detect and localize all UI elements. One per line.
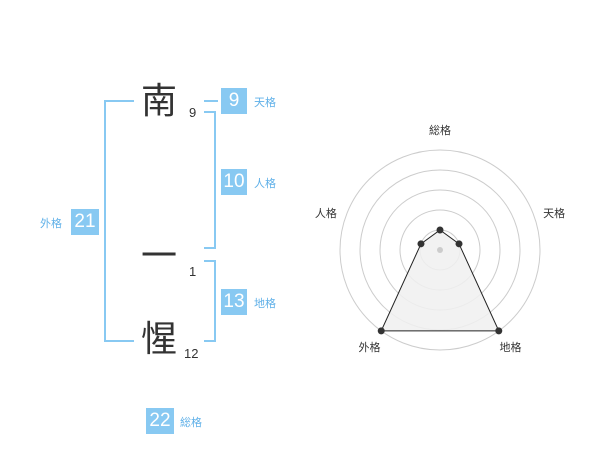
name-char-1: 南 — [141, 81, 178, 122]
radar-point-1 — [436, 226, 444, 234]
tenkaku-label: 天格 — [254, 96, 276, 109]
chikaku-label: 地格 — [254, 297, 276, 310]
radar-axis-label-4: 外格 — [358, 340, 380, 354]
radar-point-5 — [417, 240, 425, 248]
soukaku-value: 22 — [146, 408, 174, 434]
name-char-2-strokes: 1 — [189, 264, 197, 279]
chikaku-bracket — [204, 260, 216, 342]
radar-axis-label-3: 地格 — [500, 340, 522, 354]
chikaku-value: 13 — [221, 289, 247, 315]
tenkaku-value: 9 — [221, 88, 247, 114]
name-char-3-strokes: 12 — [184, 346, 199, 361]
name-char-2: 一 — [141, 236, 178, 277]
radar-ring-5 — [339, 149, 541, 351]
jinkaku-bracket — [204, 111, 216, 249]
jinkaku-value: 10 — [221, 169, 247, 195]
radar-point-3 — [495, 327, 503, 335]
radar-axis-label-2: 天格 — [543, 206, 565, 220]
radar-axis-label-5: 人格 — [315, 206, 337, 220]
radar-point-2 — [455, 240, 463, 248]
radar-axis-label-1: 総格 — [429, 123, 451, 137]
gaikaku-bracket — [104, 100, 134, 342]
tenkaku-connector — [204, 100, 218, 102]
gaikaku-value: 21 — [71, 209, 99, 235]
name-char-3: 惺 — [141, 319, 178, 360]
jinkaku-label: 人格 — [254, 177, 276, 190]
gaikaku-label: 外格 — [40, 217, 62, 230]
name-char-1-strokes: 9 — [189, 105, 197, 120]
radar-center-dot — [437, 247, 443, 253]
radar-area — [380, 229, 500, 332]
soukaku-label: 総格 — [180, 416, 202, 429]
radar-point-4 — [377, 327, 385, 335]
